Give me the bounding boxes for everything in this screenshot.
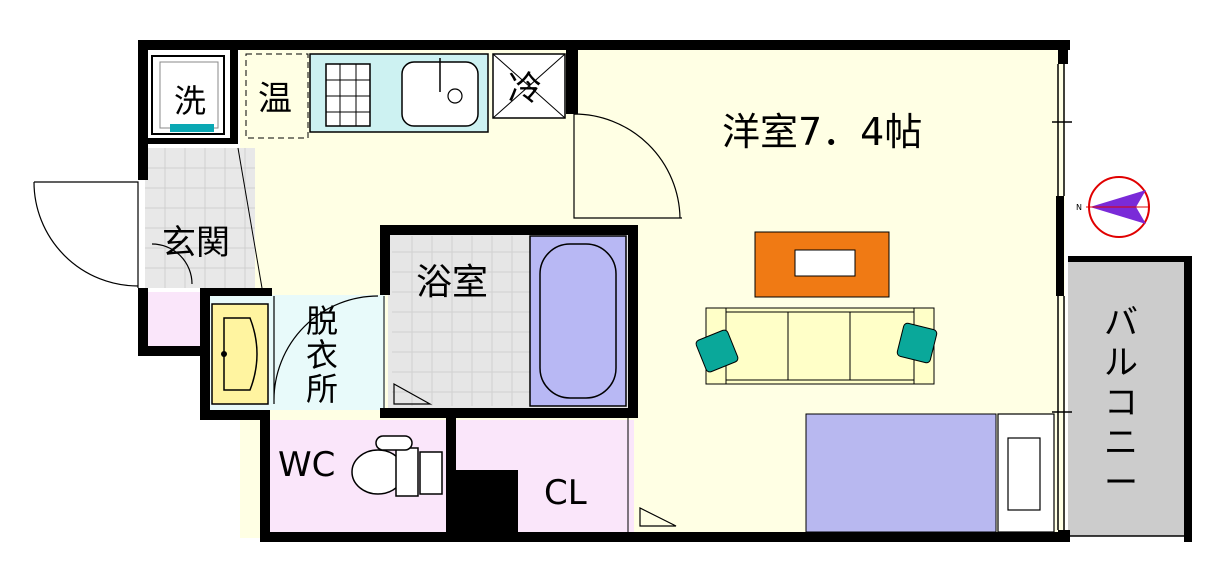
- fridge-right-wall: [566, 50, 578, 114]
- entrance-label: 玄関: [162, 223, 230, 263]
- washer-inner: [159, 61, 219, 129]
- pipe-shaft: [456, 470, 518, 538]
- water-heater-label: 温: [258, 79, 292, 119]
- right-wall-top: [1058, 40, 1068, 64]
- sink-drain: [447, 88, 463, 104]
- washer-right-wall: [230, 50, 238, 142]
- toilet-lid: [375, 435, 413, 451]
- tub-inner: [539, 243, 617, 399]
- washer-label: 洗: [174, 82, 206, 120]
- water-heater-area: [245, 53, 309, 139]
- balcony-label-2: ル: [1104, 343, 1138, 383]
- western-room-label: 洋室7．4帖: [722, 110, 922, 154]
- closet-door: [639, 507, 677, 527]
- room-door: [573, 113, 682, 219]
- bath-door: [393, 382, 433, 405]
- basin-bowl: [223, 317, 258, 391]
- cushion-right: [896, 322, 938, 364]
- table: [754, 231, 890, 298]
- storage-bottom-wall: [138, 346, 204, 356]
- left-wall-lower: [138, 288, 148, 356]
- toilet-fixture: [351, 435, 443, 497]
- bed: [805, 413, 997, 533]
- balcony-right-rail: [1184, 258, 1192, 542]
- right-wall-mid: [1056, 196, 1064, 296]
- kitchen-counter: [309, 53, 489, 133]
- doors: [33, 113, 682, 527]
- entrance-shoe-box: [151, 243, 193, 285]
- washbasin: [211, 303, 269, 405]
- washer-drain: [170, 124, 214, 132]
- labels: 洋室7．4帖 浴室 脱 衣 所 玄関 WC CL 洗 温 冷 バ ル コ ニ ー: [162, 69, 1138, 513]
- sofa-seat-2: [787, 311, 851, 381]
- toilet-label: WC: [278, 445, 335, 485]
- balcony-label-4: ニ: [1104, 423, 1138, 463]
- dressing-label-3: 所: [306, 370, 338, 408]
- washer-bottom-wall: [148, 138, 238, 144]
- fridge-diag-2: [492, 53, 566, 119]
- sofa-seat-1: [725, 311, 789, 381]
- stove-grid: [326, 64, 370, 126]
- bathroom-tiles: [392, 236, 530, 406]
- bathtub: [529, 235, 627, 407]
- right-wall-bottom: [1058, 530, 1070, 542]
- toilet-tank: [419, 451, 443, 495]
- bath-bottom-wall: [380, 408, 637, 418]
- entrance-step: [237, 147, 263, 289]
- bottom-wall: [260, 532, 1070, 542]
- dressing-left-wall: [200, 288, 210, 418]
- balcony-floor: [1068, 258, 1186, 536]
- wc-left-wall: [260, 410, 270, 542]
- dressing-top-wall: [200, 288, 272, 296]
- floor-fills: [145, 48, 1186, 538]
- compass: N: [1076, 176, 1150, 238]
- top-wall: [138, 40, 1070, 50]
- dressing-label-1: 脱: [306, 302, 338, 340]
- balcony-label-3: コ: [1104, 383, 1138, 423]
- toilet-seat-base: [395, 447, 419, 497]
- walls: [138, 40, 1192, 542]
- left-wall-upper: [138, 40, 148, 180]
- dressing-bottom-wall: [200, 410, 270, 420]
- balcony-top-rail: [1068, 256, 1192, 262]
- bath-left-wall: [380, 225, 390, 295]
- entrance-tiles: [145, 148, 255, 288]
- dressing-door: [273, 295, 379, 404]
- refrigerator: [492, 53, 566, 119]
- wc-cl-divider: [446, 418, 456, 538]
- entrance-door: [33, 181, 139, 288]
- window-lines: [1052, 64, 1186, 537]
- compass-north-label: N: [1076, 203, 1082, 212]
- balcony-label-1: バ: [1104, 303, 1138, 343]
- table-center: [794, 249, 856, 277]
- refrigerator-label: 冷: [508, 69, 542, 109]
- bath-right-wall: [628, 225, 638, 418]
- tv-stand: [997, 413, 1055, 533]
- storage-floor: [145, 292, 200, 350]
- closet-label: CL: [544, 473, 587, 513]
- dressing-label-2: 衣: [306, 336, 338, 374]
- stove: [325, 63, 371, 127]
- sofa: [695, 307, 938, 385]
- entrance-floor: [145, 148, 255, 288]
- bathroom-label: 浴室: [416, 262, 488, 303]
- cushion-left: [695, 329, 739, 373]
- bath-top-wall: [380, 225, 637, 235]
- basin-tap: [221, 351, 227, 357]
- balcony-label-5: ー: [1104, 463, 1138, 503]
- washing-machine: [151, 55, 225, 135]
